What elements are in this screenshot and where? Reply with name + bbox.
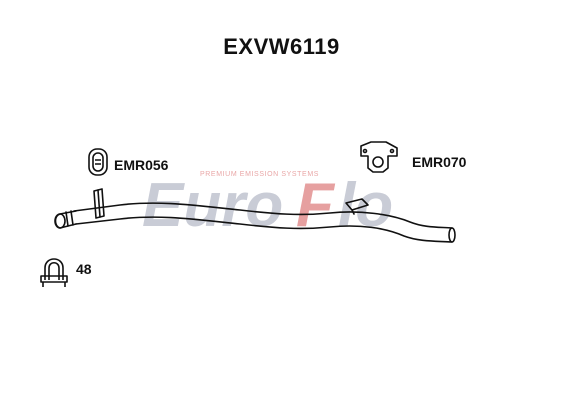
part-number-title: EXVW6119	[223, 34, 340, 59]
watermark-tagline: PREMIUM EMISSION SYSTEMS	[200, 171, 320, 178]
part-label-emr070: EMR070	[412, 154, 467, 170]
svg-text:Euro: Euro	[142, 171, 283, 240]
part-label-48: 48	[76, 261, 92, 277]
part-label-emr056: EMR056	[114, 157, 169, 173]
